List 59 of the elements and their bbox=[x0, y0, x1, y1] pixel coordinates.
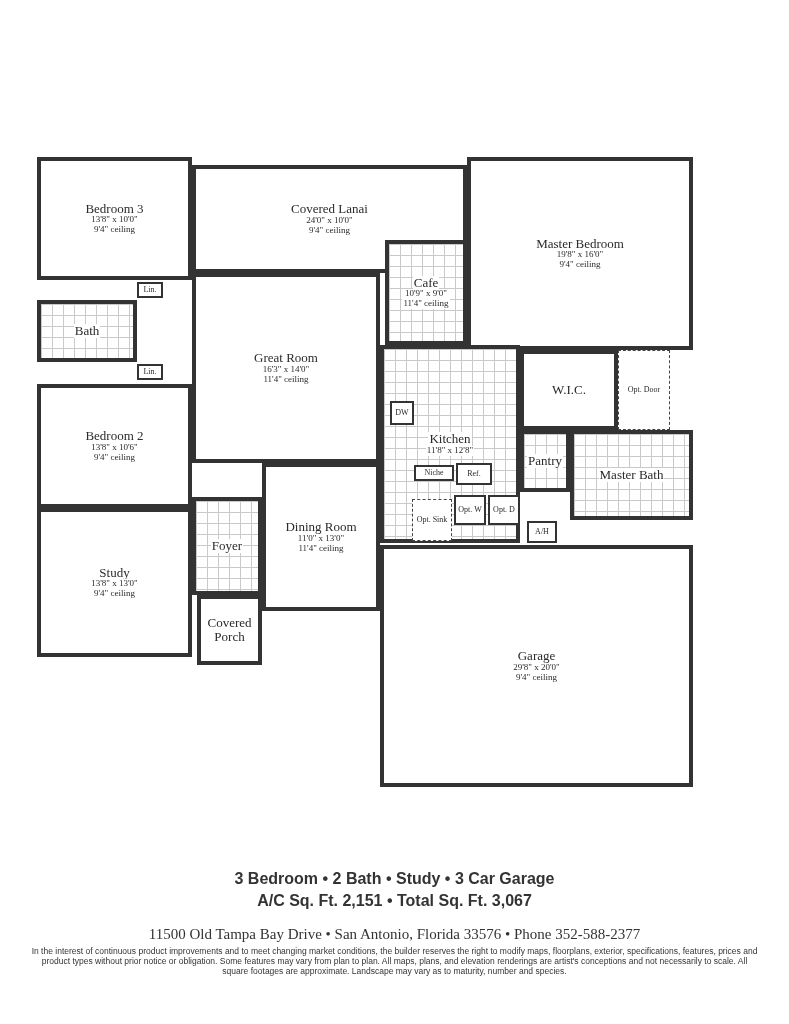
room-dimensions: 24'0" x 10'0" bbox=[305, 215, 354, 226]
fixture-box bbox=[454, 495, 486, 525]
disclaimer: In the interest of continuous product improvements and to meet changing market conditions, the builder reserves the right to modify maps, floorplans, exterior, specifications, features, prices and product types without prior notice or obligation. Some features may vary from plan to plan. All maps, plans, and elevation renderings are artist's conceptions and not necessarily to scale. All square footages are approximate. Landscape may vary as to maturity, number and species. bbox=[30, 947, 759, 977]
room-name: Foyer bbox=[210, 539, 244, 553]
room-dimensions: 13'8" x 10'6" bbox=[90, 442, 139, 453]
fixture-box bbox=[137, 364, 163, 380]
room-name: Lin. bbox=[142, 367, 158, 377]
room-name: Ref. bbox=[466, 469, 482, 479]
room-name: Great Room bbox=[253, 351, 319, 365]
room-dimensions: 16'3" x 14'0" bbox=[261, 364, 311, 375]
room-outline bbox=[197, 595, 262, 665]
address-line: 11500 Old Tampa Bay Drive • San Antonio, Florida 33576 • Phone 352-588-2377 bbox=[148, 926, 641, 943]
room-outline bbox=[37, 300, 137, 362]
fixture-box bbox=[137, 282, 163, 298]
room-name: Cafe bbox=[412, 275, 440, 290]
fixture-box bbox=[527, 521, 557, 543]
room-name: Opt. Sink bbox=[415, 515, 449, 525]
room-name: Opt. Door bbox=[626, 385, 662, 395]
ceiling-height: 9'4" ceiling bbox=[92, 589, 136, 600]
room-name: Opt. D bbox=[492, 505, 516, 515]
room-name: Lin. bbox=[142, 285, 158, 295]
ceiling-height: 11'4" ceiling bbox=[297, 543, 345, 554]
fixture-box bbox=[456, 463, 492, 485]
fixture-box bbox=[390, 401, 414, 425]
room-name: Study bbox=[98, 565, 131, 580]
room-outline bbox=[37, 157, 192, 280]
room-name: Dining Room bbox=[284, 520, 358, 534]
dashed-fixture-outline bbox=[412, 499, 452, 541]
ceiling-height: 9'4" ceiling bbox=[558, 260, 602, 271]
room-name: Master Bath bbox=[598, 468, 665, 482]
room-name: Opt. W bbox=[457, 505, 483, 515]
ceiling-height: 9'4" ceiling bbox=[92, 225, 136, 236]
room-outline bbox=[380, 545, 693, 787]
room-name: Pantry bbox=[527, 454, 563, 468]
dashed-fixture-outline bbox=[618, 350, 670, 430]
room-name: Covered Lanai bbox=[290, 202, 369, 216]
ceiling-height: 9'4" ceiling bbox=[307, 225, 351, 236]
room-name: Master Bedroom bbox=[535, 236, 625, 251]
room-name: Bedroom 2 bbox=[84, 429, 145, 443]
ceiling-height: 11'4" ceiling bbox=[262, 374, 310, 385]
room-outline bbox=[467, 157, 693, 350]
room-name: Bedroom 3 bbox=[84, 201, 145, 216]
room-name: Kitchen bbox=[428, 432, 472, 446]
room-name: Niche bbox=[423, 468, 445, 478]
fixture-box bbox=[414, 465, 454, 481]
room-name: A/H bbox=[534, 527, 550, 537]
fixture-box bbox=[488, 495, 520, 525]
home-features: 3 Bedroom • 2 Bath • Study • 3 Car Garage bbox=[234, 869, 555, 889]
ceiling-height: 9'4" ceiling bbox=[92, 452, 136, 463]
ceiling-height: 11'4" ceiling bbox=[402, 299, 450, 310]
room-outline bbox=[570, 430, 693, 520]
room-dimensions: 11'8" x 12'8" bbox=[425, 445, 475, 456]
room-name: W.I.C. bbox=[551, 383, 587, 397]
room-name: DW bbox=[394, 408, 410, 418]
room-dimensions: 10'9" x 9'0" bbox=[403, 289, 449, 300]
room-name: Garage bbox=[516, 649, 557, 663]
room-name: Bath bbox=[73, 324, 101, 338]
ceiling-height: 9'4" ceiling bbox=[514, 672, 558, 683]
square-footage: A/C Sq. Ft. 2,151 • Total Sq. Ft. 3,067 bbox=[257, 891, 532, 911]
